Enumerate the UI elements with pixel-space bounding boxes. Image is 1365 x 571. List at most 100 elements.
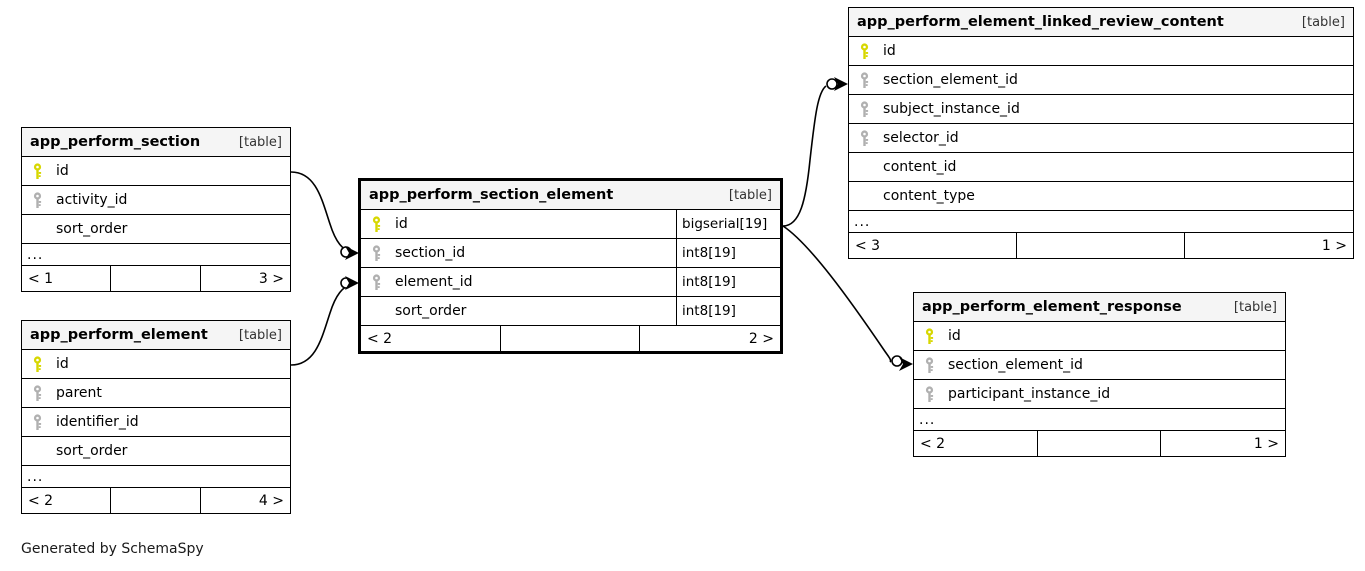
table-footer: < 2 4 > xyxy=(22,488,290,513)
column-row[interactable]: selector_id xyxy=(849,124,1353,153)
column-name: section_id xyxy=(395,245,466,261)
column-row[interactable]: content_id xyxy=(849,153,1353,182)
column-row[interactable]: section_element_id xyxy=(914,351,1285,380)
table-app_perform_section_element[interactable]: app_perform_section_element[table]id bigs… xyxy=(358,178,783,354)
table-footer: < 2 2 > xyxy=(361,326,780,351)
table-title: app_perform_element_linked_review_conten… xyxy=(857,14,1224,30)
foreign-key-icon xyxy=(361,244,391,262)
column-row[interactable]: participant_instance_id xyxy=(914,380,1285,409)
table-header-app_perform_element_linked_review_content[interactable]: app_perform_element_linked_review_conten… xyxy=(849,8,1353,37)
more-columns-ellipsis: ... xyxy=(914,409,1285,431)
footer-right-count: 1 > xyxy=(1321,237,1347,254)
column-type: bigserial[19] xyxy=(676,210,780,238)
column-name: content_type xyxy=(883,188,975,204)
column-name: activity_id xyxy=(56,192,128,208)
table-header-app_perform_element_response[interactable]: app_perform_element_response [table] xyxy=(914,293,1285,322)
table-app_perform_element[interactable]: app_perform_element [table] id parent identi… xyxy=(21,320,291,514)
primary-key-icon xyxy=(914,327,944,345)
footer-left-count: < 3 xyxy=(849,233,1017,258)
relationship-section_element-to-linked_review_content xyxy=(782,77,848,227)
foreign-key-icon xyxy=(849,71,879,89)
column-name: sort_order xyxy=(56,221,128,237)
column-row[interactable]: subject_instance_id xyxy=(849,95,1353,124)
column-type: int8[19] xyxy=(676,268,780,296)
primary-key-icon xyxy=(361,215,391,233)
table-app_perform_element_linked_review_content[interactable]: app_perform_element_linked_review_conten… xyxy=(848,7,1354,259)
table-app_perform_element_response[interactable]: app_perform_element_response [table] id sec… xyxy=(913,292,1286,457)
table-header-app_perform_element[interactable]: app_perform_element [table] xyxy=(22,321,290,350)
column-type: int8[19] xyxy=(676,297,780,325)
footer-mid-count xyxy=(111,488,201,513)
table-title: app_perform_section xyxy=(30,134,201,150)
column-name: id xyxy=(948,328,961,344)
column-name: parent xyxy=(56,385,102,401)
table-title: app_perform_section_element xyxy=(369,187,614,203)
column-name: id xyxy=(883,43,896,59)
column-name: id xyxy=(56,163,69,179)
more-columns-ellipsis: ... xyxy=(849,211,1353,233)
column-row[interactable]: id xyxy=(22,157,290,186)
foreign-key-icon xyxy=(22,191,52,209)
column-row[interactable]: id bigserial[19] xyxy=(361,210,780,239)
table-type-tag: [table] xyxy=(238,327,282,343)
generated-by-note: Generated by SchemaSpy xyxy=(21,541,204,557)
table-title: app_perform_element_response xyxy=(922,299,1182,315)
column-row[interactable]: content_type xyxy=(849,182,1353,211)
primary-key-icon xyxy=(22,162,52,180)
column-name: section_element_id xyxy=(883,72,1018,88)
table-footer: < 2 1 > xyxy=(914,431,1285,456)
relationship-section-to-section_element xyxy=(290,171,359,260)
column-row[interactable]: id xyxy=(914,322,1285,351)
column-name: sort_order xyxy=(56,443,128,459)
column-name: id xyxy=(56,356,69,372)
footer-left-count: < 2 xyxy=(22,488,112,513)
primary-key-icon xyxy=(22,355,52,373)
column-row[interactable]: activity_id xyxy=(22,186,290,215)
table-title: app_perform_element xyxy=(30,327,208,343)
footer-right-count: 4 > xyxy=(258,492,284,509)
foreign-key-icon xyxy=(22,413,52,431)
column-row[interactable]: sort_order xyxy=(22,437,290,466)
column-name: content_id xyxy=(883,159,957,175)
footer-left-count: < 1 xyxy=(22,266,112,291)
column-row[interactable]: parent xyxy=(22,379,290,408)
column-row[interactable]: sort_order xyxy=(22,215,290,244)
table-header-app_perform_section[interactable]: app_perform_section[table] xyxy=(22,128,290,157)
table-type-tag: [table] xyxy=(1233,299,1277,315)
footer-mid-count xyxy=(111,266,201,291)
column-name: id xyxy=(395,216,408,232)
footer-mid-count xyxy=(501,326,641,351)
column-name: subject_instance_id xyxy=(883,101,1020,117)
table-type-tag: [table] xyxy=(1301,14,1345,30)
foreign-key-icon xyxy=(849,129,879,147)
footer-right-count: 2 > xyxy=(748,330,775,347)
footer-left-count: < 2 xyxy=(914,431,1038,456)
primary-key-icon xyxy=(849,42,879,60)
relationship-element-to-section_element xyxy=(290,276,359,366)
table-footer: < 3 1 > xyxy=(849,233,1353,258)
column-row[interactable]: identifier_id xyxy=(22,408,290,437)
column-name: selector_id xyxy=(883,130,959,146)
footer-left-count: < 2 xyxy=(361,326,501,351)
column-name: sort_order xyxy=(395,303,467,319)
column-name: identifier_id xyxy=(56,414,139,430)
footer-mid-count xyxy=(1038,431,1162,456)
foreign-key-icon xyxy=(361,273,391,291)
column-name: section_element_id xyxy=(948,357,1083,373)
column-row[interactable]: id xyxy=(849,37,1353,66)
foreign-key-icon xyxy=(914,385,944,403)
column-name: participant_instance_id xyxy=(948,386,1111,402)
column-row[interactable]: section_element_id xyxy=(849,66,1353,95)
foreign-key-icon xyxy=(849,100,879,118)
footer-mid-count xyxy=(1017,233,1185,258)
column-row[interactable]: id xyxy=(22,350,290,379)
table-header-app_perform_section_element[interactable]: app_perform_section_element[table] xyxy=(361,181,780,210)
footer-right-count: 1 > xyxy=(1253,435,1280,452)
column-row[interactable]: sort_order int8[19] xyxy=(361,297,780,326)
foreign-key-icon xyxy=(22,384,52,402)
